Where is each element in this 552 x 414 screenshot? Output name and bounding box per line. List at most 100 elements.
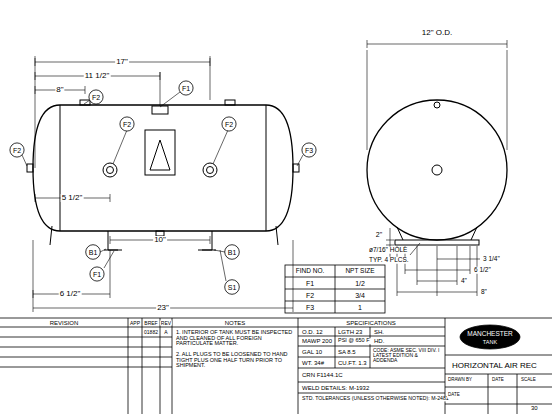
drawing-text: HORIZONTAL AIR REC [451,362,538,370]
tank-top-view [104,231,122,250]
callout-bubbles [10,143,24,157]
leader-lines [100,249,106,252]
drawing-text: 2. ALL PLUGS TO BE LOOSENED TO HAND TIGH… [175,352,297,369]
drawing-text: WELD DETAILS: M-1932 [301,385,370,391]
leader-lines [160,92,180,107]
drawing-text: SH. [373,329,385,335]
tank-top-view [150,140,170,170]
tank-top-view [27,100,299,250]
find-table [285,265,385,313]
tank-end-view [397,227,477,240]
drawing-text: WT. 34# [301,360,325,366]
tank-top-view [60,105,61,231]
callout-number: B1 [88,249,99,256]
dimension-lines [110,236,210,244]
callout-number: F2 [122,121,132,128]
dimension-lines [35,86,85,94]
tank-top-view [152,106,168,114]
drawing-text: REVISION [49,320,80,326]
title-block [335,327,370,368]
drawing-text: DATE [491,378,505,383]
drawing-text: DATE [447,393,461,398]
callout-bubbles [90,267,104,281]
drawing-text: NOTES [224,320,247,326]
tank-end-view [434,102,440,108]
drawing-text: 5 1/2" [61,194,84,202]
drawing-text: FIND NO. [295,268,326,275]
find-table [285,265,385,313]
drawing-text: 1. INTERIOR OF TANK MUST BE INSPECTED AN… [175,330,297,347]
callout-number: S1 [227,284,238,291]
callout-bubbles [86,245,101,260]
drawing-text: 3 1/4" [482,256,501,263]
drawing-text: F3 [305,304,315,311]
drawing-text: TYP. 4 PLCS. [368,257,410,264]
drawing-text: BREF [143,320,158,325]
dimension-lines [33,56,293,312]
callout-bubbles [222,117,236,131]
tank-top-view [207,167,214,174]
drawing-text: CODE: ASME SEC. VIII DIV. I LATEST EDITI… [372,348,444,363]
drawing-text: 10" [153,236,167,244]
callout-number: F2 [12,147,22,154]
title-block [298,336,445,393]
callout-bubbles [120,117,134,131]
callout-bubbles [225,280,240,295]
drawing-text: STD. TOLERANCES (UNLESS OTHERWISE NOTED)… [301,396,450,401]
leader-lines [297,155,303,166]
leader-lines [113,130,127,164]
drawing-text: A [163,330,168,335]
tank-top-view [145,130,175,175]
tank-end-view [410,243,420,255]
drawing-text: 4" [460,278,468,285]
tank-top-view [266,105,267,231]
drawing-text: 17" [115,58,129,66]
tank-end-view [432,165,442,175]
drawing-text: 23" [156,304,170,312]
drawing-text: F1 [305,280,315,287]
tank-top-view [80,100,90,105]
callout-number: F1 [181,85,191,92]
drawing-text: 01882 [143,330,159,335]
drawing-text: SCALE [520,378,537,383]
drawing-text: MANCHESTER [466,331,514,338]
tank-top-view [293,164,299,172]
drawing-text: 8" [55,86,64,94]
drawing-text: 1/2 [354,280,366,287]
callout-number: F1 [92,271,102,278]
dimension-lines [33,240,293,312]
title-block [0,318,552,327]
tank-top-view [198,231,216,250]
drawing-text: NPT SIZE [344,268,375,275]
callout-bubbles [10,81,316,294]
drawing-text: CRN F1144.1C [301,372,344,378]
title-block [0,337,172,367]
tank-end-view [395,240,479,245]
callout-bubbles [225,245,240,260]
drawing-text: 30 [530,405,539,411]
dimension-lines [35,56,210,168]
tank-top-view [103,163,117,177]
title-block [0,318,552,414]
tank-top-view [33,105,293,231]
callout-number: F3 [304,147,314,154]
tank-end-view [367,100,507,240]
leader-lines [214,250,225,252]
tank-end-view [367,40,507,296]
drawing-text: SA 8.5 [337,349,357,355]
tank-top-view [225,100,235,105]
callout-bubbles [302,143,316,157]
tank-top-view [27,164,33,172]
tank-end-view [367,50,507,150]
leader-lines [104,251,114,268]
find-table [285,265,385,313]
drawing-text: PSI @ 650 F [337,338,371,344]
drawing-text: DRAWN BY [447,378,473,383]
tank-end-view [367,40,507,48]
drawing-text: 11 1/2" [84,72,111,80]
leader-lines [213,130,228,164]
leader-lines [84,100,90,104]
drawing-text: REV [160,320,172,325]
drawing-text: 3/4 [354,292,366,299]
